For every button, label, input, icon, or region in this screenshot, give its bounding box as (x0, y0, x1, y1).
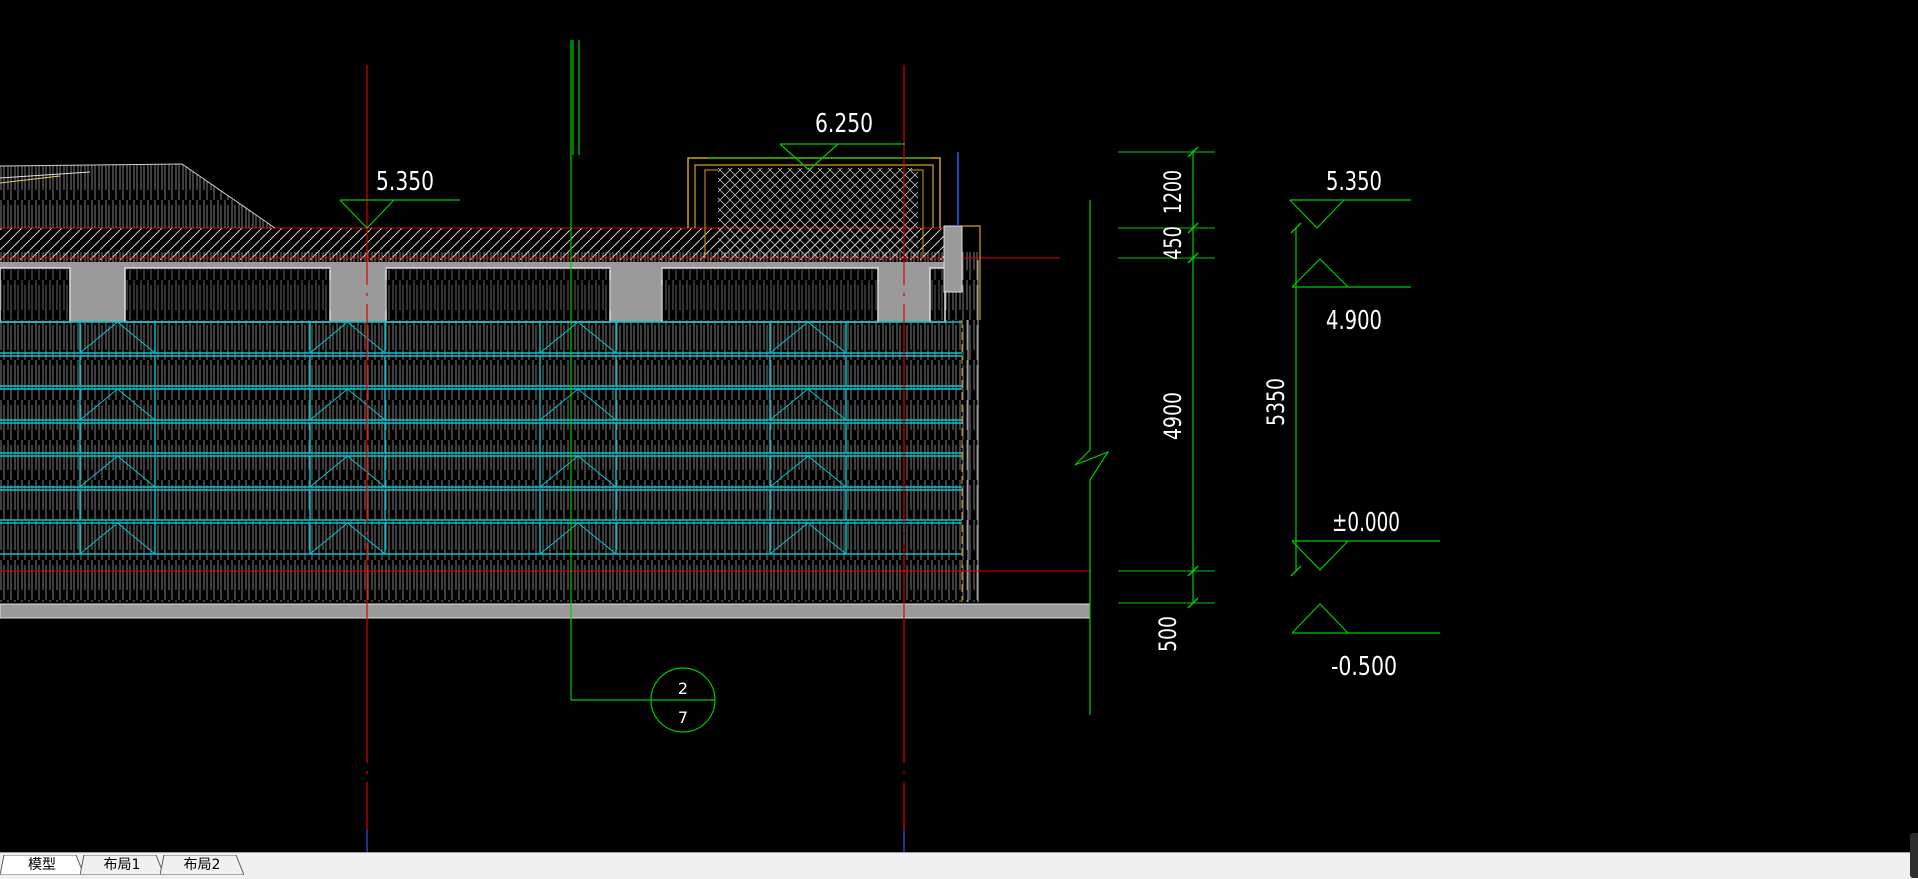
break-line (1074, 200, 1110, 715)
cladding-line (79, 388, 118, 421)
cladding-line (347, 455, 386, 488)
dimension-5350 (1290, 222, 1302, 577)
elevation-marker-bottom[interactable]: -0.500 (1291, 603, 1440, 682)
cladding-line (769, 388, 809, 421)
cladding-line (309, 321, 348, 354)
cladding-line (309, 455, 348, 488)
elevation-marker-right-floor[interactable]: 4.900 (1291, 258, 1411, 336)
layout-tab-bar: 模型 布局1 布局2 (0, 852, 1918, 879)
cladding-line (769, 455, 809, 488)
elevation-marker-roof-left[interactable]: 5.350 (339, 167, 460, 229)
cladding-line (807, 455, 847, 488)
elevation-label-roof-left: 5.350 (376, 167, 434, 197)
elevation-label-ground: ±0.000 (1332, 508, 1400, 538)
cladding-line (577, 321, 617, 354)
elevation-label-right-floor: 4.900 (1326, 306, 1382, 336)
cladding-line (79, 522, 118, 555)
cladding-line (117, 321, 156, 354)
cladding-panels (0, 321, 962, 555)
tab-model-shape (0, 855, 84, 875)
cladding-line (539, 455, 579, 488)
cladding-line (117, 388, 156, 421)
wall-edge (961, 260, 979, 602)
cladding-line (309, 388, 348, 421)
axis-lines (366, 65, 905, 852)
elevation-label-bottom: -0.500 (1331, 652, 1397, 682)
cladding-line (577, 388, 617, 421)
dimension-500: 500 (1154, 616, 1182, 652)
sloped-roof-mass (0, 163, 276, 229)
window-band (0, 152, 981, 323)
elevation-marker-parapet-top[interactable]: 6.250 (779, 109, 905, 171)
cladding-line (347, 522, 386, 555)
cladding-line (539, 321, 579, 354)
elevation-marker-right-top[interactable]: 5.350 (1289, 167, 1411, 229)
tab-model[interactable]: 模型 (0, 855, 84, 875)
cladding-line (117, 455, 156, 488)
elevation-marker-ground[interactable]: ±0.000 (1291, 508, 1440, 571)
cladding-line (347, 321, 386, 354)
tab-model-label: 模型 (28, 857, 56, 873)
cladding-line (539, 522, 579, 555)
cladding-line (577, 522, 617, 555)
dimension-chain-left (1118, 146, 1215, 609)
dimension-1200: 1200 (1159, 170, 1187, 214)
tab-layout2-label: 布局2 (183, 857, 221, 873)
dimension-4900: 4900 (1159, 392, 1187, 440)
tab-layout2-shape (160, 855, 244, 875)
tab-layout1-label: 布局1 (103, 857, 141, 873)
detail-callout-number: 2 (678, 679, 688, 698)
cladding-line (769, 321, 809, 354)
detail-callout-sheet: 7 (678, 708, 688, 727)
parapet (687, 157, 941, 258)
cladding-line (577, 455, 617, 488)
cladding-line (807, 522, 847, 555)
cladding-line (79, 455, 118, 488)
cladding-line (79, 321, 118, 354)
dimension-5350-label: 5350 (1262, 378, 1290, 426)
elevation-label-right-top: 5.350 (1326, 167, 1382, 197)
tab-layout2[interactable]: 布局2 (160, 855, 244, 875)
tab-layout1[interactable]: 布局1 (80, 855, 164, 875)
detail-cut-line (570, 40, 651, 701)
cladding-line (769, 522, 809, 555)
cladding-line (539, 388, 579, 421)
detail-callout[interactable]: 2 7 (650, 667, 716, 733)
cladding-line (309, 522, 348, 555)
cladding-line (117, 522, 156, 555)
tab-layout1-shape (80, 855, 164, 875)
cladding-line (807, 321, 847, 354)
scrollbar-handle[interactable] (1910, 833, 1918, 878)
cladding-line (347, 388, 386, 421)
dimension-450: 450 (1159, 226, 1187, 260)
cad-drawing-canvas[interactable]: 2 7 5.350 6.250 1200 450 4900 500 5 (0, 0, 1918, 852)
elevation-label-parapet-top: 6.250 (815, 109, 873, 139)
cladding-line (807, 388, 847, 421)
